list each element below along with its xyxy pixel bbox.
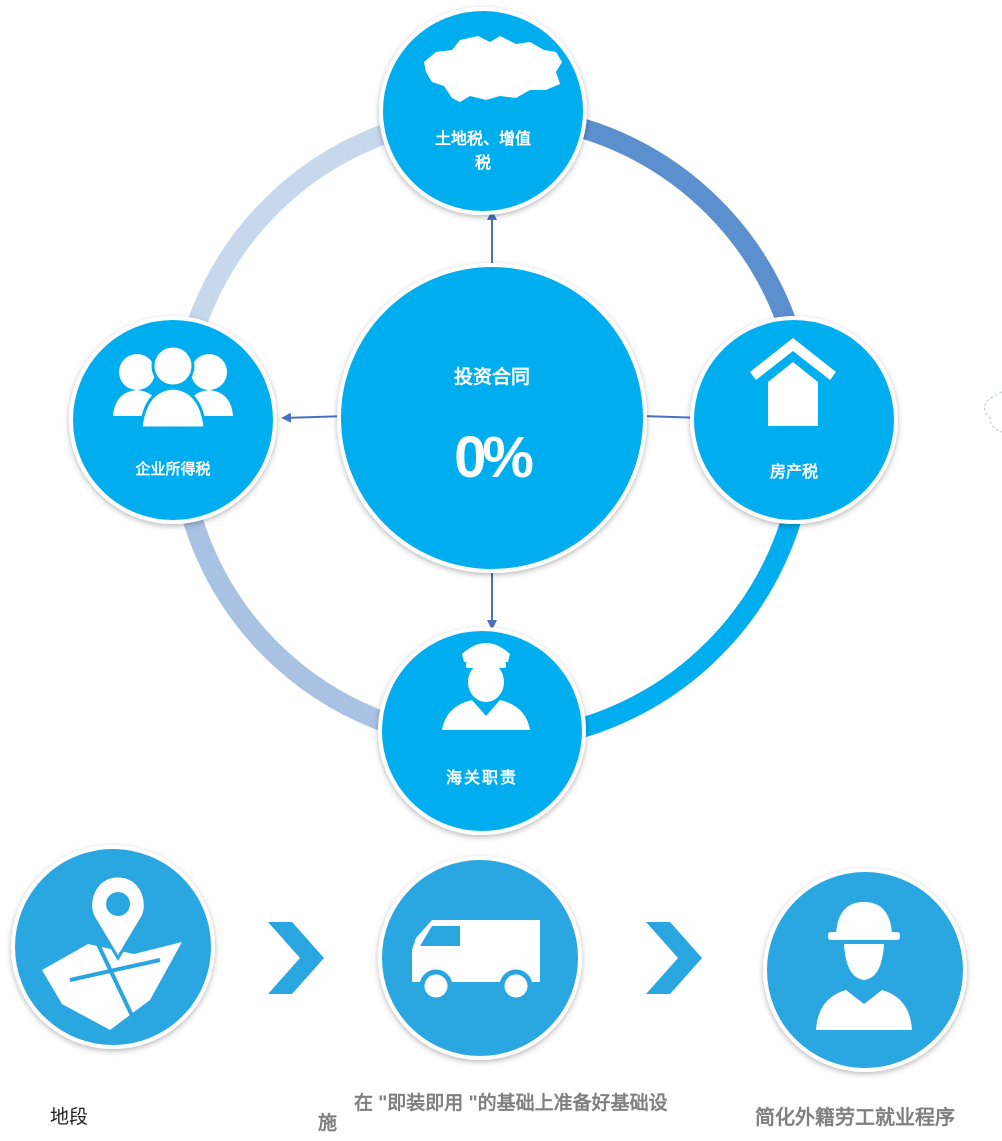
node-top — [379, 7, 587, 215]
node-bottom — [378, 627, 586, 835]
customs-officer-icon — [442, 643, 530, 730]
node-right — [690, 316, 898, 524]
step-location — [11, 845, 215, 1049]
map-kazakhstan-icon — [424, 36, 562, 102]
step-infrastructure — [378, 856, 582, 1060]
house-icon — [750, 338, 836, 426]
node-left-label: 企业所得税 — [135, 461, 211, 478]
node-left — [69, 316, 277, 524]
chevron-right-icon — [646, 922, 702, 994]
truck-icon — [412, 920, 540, 1003]
node-bottom-label: 海关职责 — [445, 770, 518, 787]
edge-map-outline — [984, 391, 1002, 433]
node-right-label: 房产税 — [769, 464, 818, 481]
step-infrastructure-label: 在 "即装即用 "的基础上准备好基础设施 — [318, 1093, 668, 1134]
step-location-label: 地段 — [50, 1107, 89, 1128]
worker-helmet-icon — [816, 902, 912, 1030]
people-group-icon — [113, 344, 233, 430]
step-labor-label: 简化外籍劳工就业程序 — [755, 1107, 955, 1129]
node-top-label: 土地税、增值税 — [434, 131, 531, 172]
center-title: 投资合同 — [453, 367, 530, 388]
center-value: 0% — [454, 425, 534, 490]
step-labor — [763, 868, 967, 1072]
chevron-right-icon — [268, 922, 324, 994]
center-circle — [337, 263, 647, 573]
map-pin-icon — [42, 874, 182, 1030]
